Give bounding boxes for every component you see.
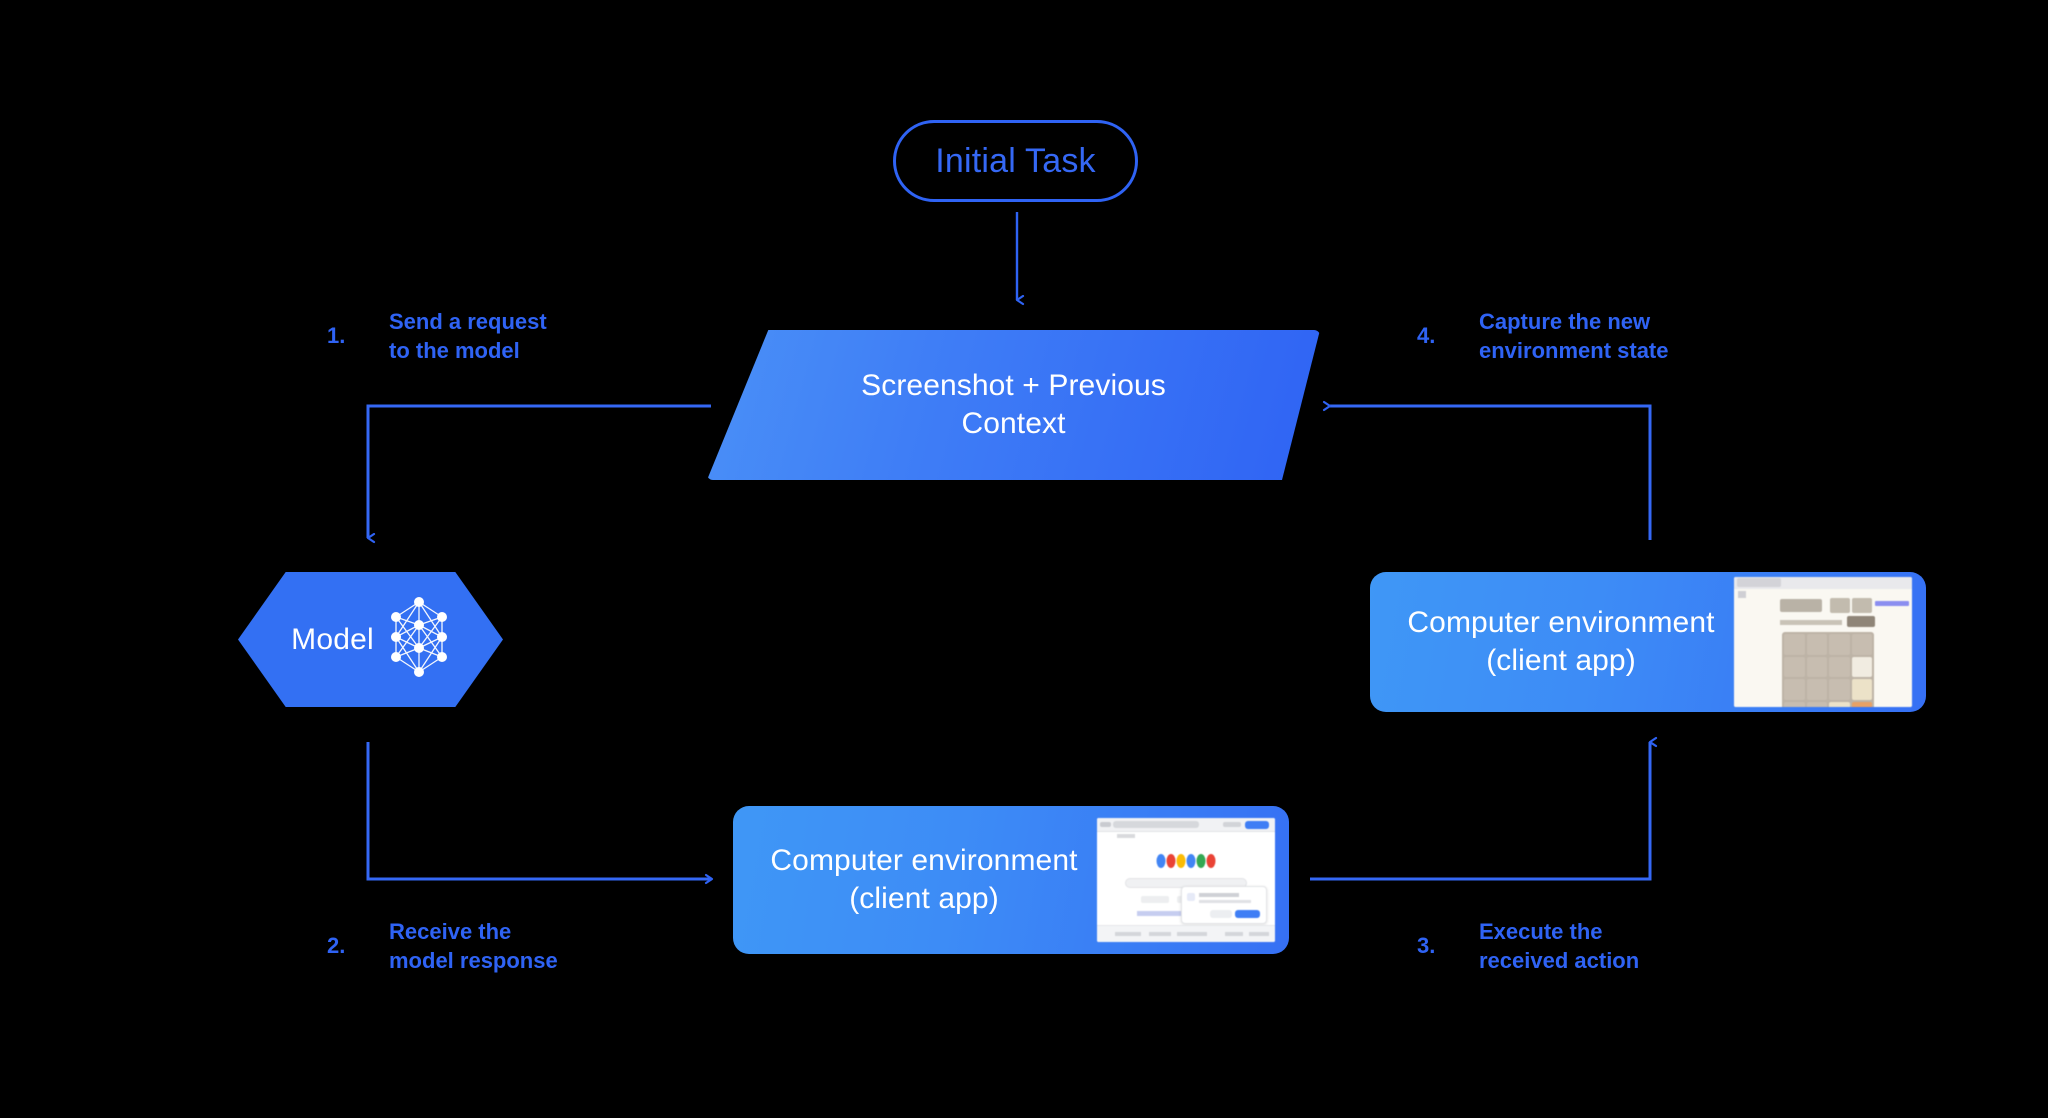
- browser-toolbar-icons: [1223, 822, 1241, 827]
- env-right-line1: Computer environment: [1407, 605, 1715, 639]
- initial-task-label: Initial Task: [935, 141, 1096, 180]
- connector-context-to-model: [366, 404, 711, 538]
- tile: [1784, 656, 1805, 677]
- tile: [1806, 656, 1827, 677]
- node-computer-environment-right[interactable]: Computer environment (client app): [1370, 572, 1926, 712]
- env-right-line2: (client app): [1486, 644, 1636, 677]
- tile: [1784, 679, 1805, 700]
- step-2-caption: 2. Receive the model response: [327, 917, 558, 975]
- tile: [1829, 679, 1850, 700]
- tile: [1851, 656, 1872, 677]
- step-4-text: Capture the new environment state: [1479, 309, 1669, 364]
- connector-env-right-to-context: [1322, 400, 1652, 540]
- screenshot-context-line1: Screenshot + Previous: [861, 368, 1166, 402]
- step-3-caption: 3. Execute the received action: [1417, 917, 1639, 975]
- env-bottom-label: Computer environment (client app): [733, 842, 1097, 919]
- page-footer: [1097, 925, 1275, 942]
- tile: [1784, 701, 1805, 707]
- screenshot-context-label: Screenshot + Previous Context: [707, 330, 1320, 480]
- env-bottom-line1: Computer environment: [770, 843, 1078, 877]
- env-bottom-line2: (client app): [849, 882, 999, 915]
- browser-tab: [1737, 578, 1781, 587]
- language-links: [1137, 911, 1223, 916]
- tile: [1806, 701, 1827, 707]
- thumbnail-2048-game: [1734, 577, 1912, 707]
- tile: [1806, 679, 1827, 700]
- new-game-button: [1847, 616, 1875, 627]
- neural-network-icon: [388, 595, 450, 684]
- step-4-number: 4.: [1417, 323, 1436, 349]
- popup-secondary-button: [1210, 910, 1232, 918]
- env-right-label: Computer environment (client app): [1370, 604, 1734, 681]
- score-box: [1830, 598, 1850, 613]
- node-initial-task[interactable]: Initial Task: [893, 120, 1138, 202]
- bookmarks-bar-item: [1117, 834, 1135, 838]
- step-2-text: Receive the model response: [389, 919, 558, 974]
- node-computer-environment-bottom[interactable]: Computer environment (client app): [733, 806, 1289, 954]
- header-link: [1875, 601, 1909, 606]
- tile: [1806, 634, 1827, 655]
- node-screenshot-context[interactable]: Screenshot + Previous Context: [707, 330, 1320, 480]
- connector-model-to-env-bottom: [366, 742, 714, 885]
- browser-toolbar-icon: [1738, 591, 1746, 598]
- game-board-grid: [1782, 632, 1874, 707]
- step-4-caption: 4. Capture the new environment state: [1417, 307, 1669, 365]
- connector-env-bottom-to-env-right: [1310, 736, 1658, 881]
- step-1-text: Send a request to the model: [389, 309, 547, 364]
- node-model[interactable]: Model: [238, 572, 503, 707]
- thumbnail-google-search: [1097, 818, 1275, 942]
- google-logo: [1156, 854, 1216, 868]
- popup-title: [1199, 893, 1239, 897]
- popup-body-text: [1199, 900, 1251, 903]
- tile: [1829, 701, 1850, 707]
- game-instructions-text: [1780, 620, 1842, 625]
- screenshot-context-line2: Context: [961, 407, 1066, 440]
- best-score-box: [1852, 598, 1872, 613]
- browser-address-bar: [1113, 821, 1199, 828]
- tile: [1851, 701, 1872, 707]
- step-1-caption: 1. Send a request to the model: [327, 307, 547, 365]
- browser-popup-dialog: [1181, 886, 1267, 924]
- tile: [1851, 634, 1872, 655]
- popup-icon: [1187, 893, 1195, 901]
- popup-primary-button: [1235, 910, 1260, 918]
- tile: [1784, 634, 1805, 655]
- tile: [1829, 634, 1850, 655]
- sign-in-button: [1245, 821, 1269, 829]
- tile: [1851, 679, 1872, 700]
- game-title-text: [1780, 599, 1822, 612]
- model-content: Model: [238, 572, 503, 707]
- browser-nav-buttons: [1100, 822, 1111, 827]
- parallelogram-shape: [707, 330, 1320, 480]
- model-label: Model: [291, 622, 374, 656]
- step-3-text: Execute the received action: [1479, 919, 1640, 974]
- google-search-button: [1141, 896, 1169, 903]
- step-1-number: 1.: [327, 323, 346, 349]
- step-2-number: 2.: [327, 933, 346, 959]
- tile: [1829, 656, 1850, 677]
- hexagon-shape: [238, 572, 503, 707]
- step-3-number: 3.: [1417, 933, 1436, 959]
